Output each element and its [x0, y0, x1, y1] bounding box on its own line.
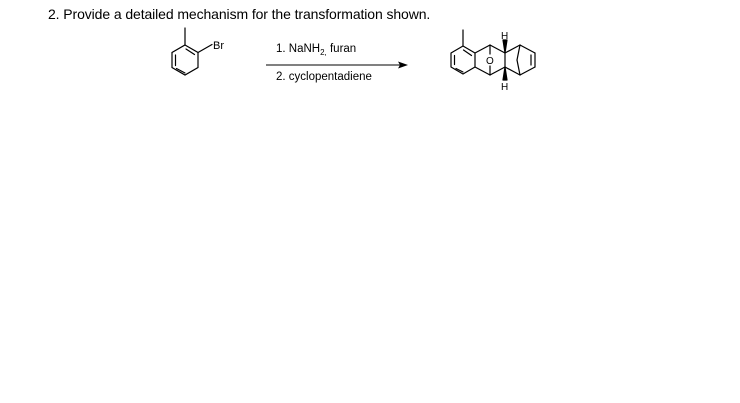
- reactant-structure: [171, 27, 213, 76]
- product-h-top: H: [501, 31, 508, 42]
- question-text: 2. Provide a detailed mechanism for the …: [48, 6, 430, 22]
- condition-step-1-subscript: 2,: [320, 48, 327, 57]
- reactant-inner-bond-3: [185, 48, 196, 56]
- product-structure: [450, 29, 536, 81]
- product-methylene-bridge-top: [516, 44, 521, 61]
- product-ring-bond-d: [489, 66, 506, 76]
- reactant-inner-bond-2: [175, 67, 186, 74]
- product-wedge-top: [502, 39, 508, 54]
- condition-step-2: 2. cyclopentadiene: [276, 71, 372, 83]
- product-wedge-bottom: [502, 66, 508, 81]
- product-oxygen-label: O: [486, 56, 494, 67]
- product-bridgehead-bond-top: [504, 44, 521, 54]
- product-inner-bond-2: [455, 67, 464, 73]
- product-ring-bond-c: [489, 44, 506, 54]
- product-inner-bond-3: [462, 49, 473, 57]
- condition-step-1: 1. NaNH2, furan: [276, 43, 356, 57]
- question-prompt: Provide a detailed mechanism for the tra…: [63, 6, 431, 22]
- reactant-cbr-bond: [197, 43, 213, 54]
- product-ring-bond-a: [474, 44, 491, 54]
- product-bridgehead-bond-bottom: [504, 66, 521, 76]
- product-ring-bond-b: [474, 66, 491, 76]
- product-alkene-bond-top: [519, 44, 536, 54]
- condition-step-1-suffix: furan: [327, 43, 356, 55]
- reaction-arrow: [266, 61, 408, 69]
- bromine-label: Br: [213, 40, 224, 52]
- product-h-bottom: H: [501, 82, 508, 93]
- reaction-arrow-head: [398, 61, 408, 69]
- question-number: 2.: [48, 6, 60, 22]
- product-methylene-bridge-bottom: [516, 59, 521, 76]
- product-alkene-bond-bottom: [519, 66, 536, 76]
- condition-step-1-prefix: 1. NaNH: [276, 43, 320, 55]
